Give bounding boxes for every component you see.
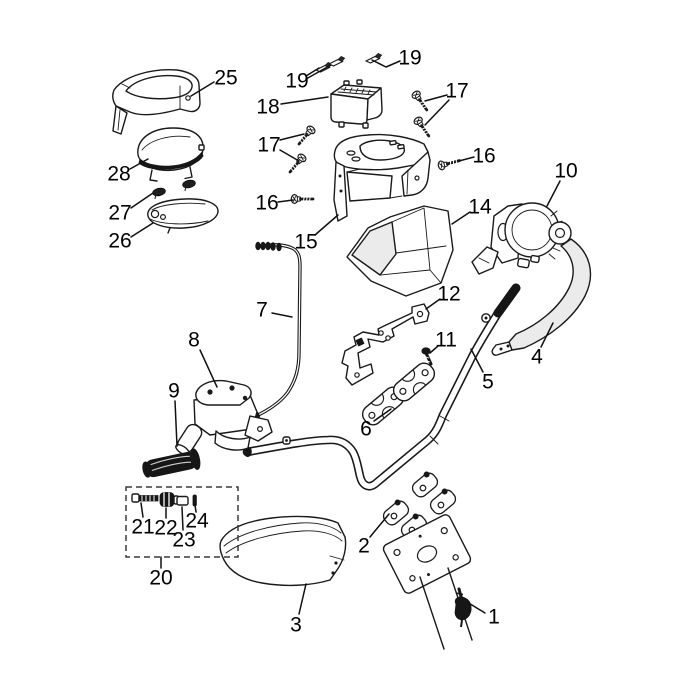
part-15-headlight-housing bbox=[333, 133, 431, 222]
leader-line-16-left bbox=[277, 199, 294, 203]
leader-line-19-left-1 bbox=[305, 67, 320, 77]
part-23-pad bbox=[176, 495, 189, 506]
leader-line-28 bbox=[129, 158, 149, 170]
part-label-23: 23 bbox=[172, 529, 195, 552]
part-14-front-shield bbox=[346, 205, 454, 297]
part-label-5: 5 bbox=[482, 371, 494, 394]
part-label-17-left: 17 bbox=[257, 134, 280, 157]
part-label-8: 8 bbox=[188, 329, 200, 352]
part-label-15: 15 bbox=[294, 231, 317, 254]
leader-line-21 bbox=[140, 502, 144, 518]
part-5-handlebar bbox=[242, 283, 521, 491]
leader-line-19-left-2 bbox=[305, 64, 332, 80]
leader-line-3 bbox=[298, 583, 307, 615]
part-3-front-fender bbox=[219, 515, 347, 587]
part-label-14: 14 bbox=[468, 196, 492, 219]
part-25-handlebar-cover bbox=[111, 68, 201, 135]
leader-line-25 bbox=[190, 81, 215, 97]
leader-line-7 bbox=[271, 312, 293, 318]
part-label-19-left: 19 bbox=[285, 70, 308, 93]
part-label-21: 21 bbox=[131, 516, 154, 539]
part-label-12: 12 bbox=[437, 283, 460, 306]
part-label-26: 26 bbox=[108, 230, 131, 253]
part-16-screw-left bbox=[289, 193, 315, 205]
leader-line-24 bbox=[194, 504, 197, 513]
part-11-screw bbox=[421, 347, 433, 366]
leader-line-17-right-2 bbox=[424, 99, 450, 126]
leader-line-17-left-1 bbox=[279, 133, 305, 141]
part-label-11: 11 bbox=[435, 329, 457, 352]
leader-line-12 bbox=[425, 298, 441, 310]
part-16-screw-right bbox=[435, 154, 462, 172]
callout-layer: 2528272619191817171616151410412115678923… bbox=[107, 47, 577, 637]
leader-line-11 bbox=[429, 345, 439, 354]
leader-line-8 bbox=[199, 349, 218, 388]
steering-stem-plate bbox=[382, 514, 473, 650]
part-9-grip bbox=[142, 448, 201, 478]
leader-line-16-right bbox=[458, 156, 475, 162]
leader-line-4 bbox=[540, 322, 554, 348]
part-label-16-left: 16 bbox=[255, 192, 278, 215]
part-label-19-right: 19 bbox=[398, 47, 421, 70]
part-7-throttle-cable bbox=[248, 241, 302, 422]
leader-line-10 bbox=[546, 180, 561, 207]
part-label-27: 27 bbox=[108, 202, 131, 225]
part-28-speedometer-pod bbox=[137, 127, 205, 182]
leader-line-1 bbox=[466, 601, 486, 614]
part-label-7: 7 bbox=[256, 299, 268, 322]
part-label-18: 18 bbox=[256, 96, 279, 119]
part-label-17-right: 17 bbox=[445, 80, 468, 103]
leader-line-15 bbox=[314, 214, 339, 236]
leader-line-18 bbox=[280, 96, 329, 105]
leader-line-2 bbox=[369, 513, 390, 538]
part-label-1: 1 bbox=[488, 606, 500, 629]
part-label-20: 20 bbox=[149, 567, 172, 590]
part-label-9: 9 bbox=[168, 380, 180, 403]
leader-line-17-left-2 bbox=[279, 149, 300, 162]
part-17-screws-right bbox=[409, 88, 434, 140]
leader-line-23 bbox=[181, 506, 184, 531]
leader-line-14 bbox=[451, 211, 471, 225]
part-label-6: 6 bbox=[360, 418, 372, 441]
leader-line-17-right-1 bbox=[424, 94, 448, 102]
part-12-mounting-bracket bbox=[341, 303, 430, 386]
part-22-spacer bbox=[159, 492, 180, 507]
part-label-4: 4 bbox=[531, 346, 543, 369]
part-17-screws-left bbox=[285, 123, 318, 177]
part-label-24: 24 bbox=[185, 510, 209, 533]
part-label-16-right: 16 bbox=[472, 145, 495, 168]
part-20-hardware-kit-box bbox=[125, 486, 239, 558]
part-27-rubber-mounts bbox=[151, 178, 198, 200]
leader-line-5 bbox=[470, 348, 484, 373]
leader-line-19-right bbox=[371, 59, 401, 68]
leader-line-6 bbox=[373, 408, 392, 422]
part-label-10: 10 bbox=[554, 160, 577, 183]
part-26-lower-pod bbox=[147, 198, 219, 234]
part-18-instrument-box bbox=[330, 79, 383, 129]
part-label-3: 3 bbox=[290, 614, 302, 637]
part-label-25: 25 bbox=[214, 67, 237, 90]
leader-line-9 bbox=[174, 400, 178, 447]
leader-line-27 bbox=[130, 192, 154, 209]
part-label-28: 28 bbox=[107, 163, 130, 186]
part-21-bolt bbox=[131, 493, 159, 503]
part-label-22: 22 bbox=[154, 517, 177, 540]
part-19-clips-left bbox=[315, 55, 346, 73]
leader-line-26 bbox=[130, 222, 154, 238]
part-label-2: 2 bbox=[358, 535, 370, 558]
part-4-support-bracket bbox=[491, 221, 592, 356]
part-8-brake-housing bbox=[175, 379, 273, 456]
